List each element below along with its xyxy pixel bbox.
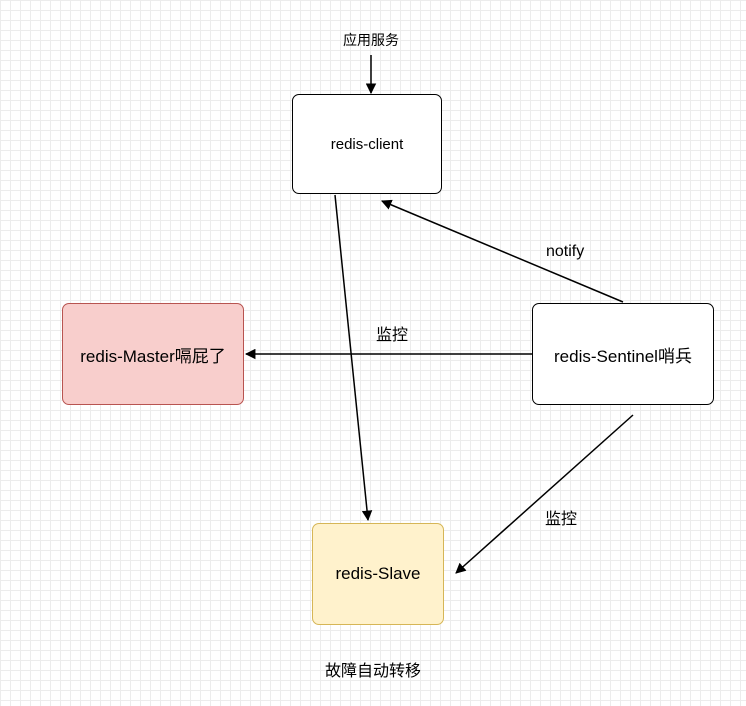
edge-sentinel-notify-client <box>381 199 624 303</box>
edge-sentinel-monitor-slave <box>455 414 634 574</box>
redis-master-label: redis-Master嗝屁了 <box>80 346 226 366</box>
redis-sentinel-label: redis-Sentinel哨兵 <box>554 346 692 366</box>
redis-client-node[interactable]: redis-client <box>292 94 442 194</box>
redis-client-label: redis-client <box>330 135 404 153</box>
edge-client-to-slave <box>334 194 373 522</box>
redis-slave-label: redis-Slave <box>335 564 421 583</box>
edge-label-notify: notify <box>546 243 585 260</box>
top-label: 应用服务 <box>343 32 399 48</box>
edge-label-monitor-master: 监控 <box>376 327 409 344</box>
redis-slave-node[interactable]: redis-Slave <box>312 523 444 625</box>
edge-label-monitor-slave: 监控 <box>545 511 578 528</box>
redis-master-node[interactable]: redis-Master嗝屁了 <box>62 303 244 405</box>
caption: 故障自动转移 <box>325 663 422 680</box>
redis-sentinel-node[interactable]: redis-Sentinel哨兵 <box>532 303 714 405</box>
